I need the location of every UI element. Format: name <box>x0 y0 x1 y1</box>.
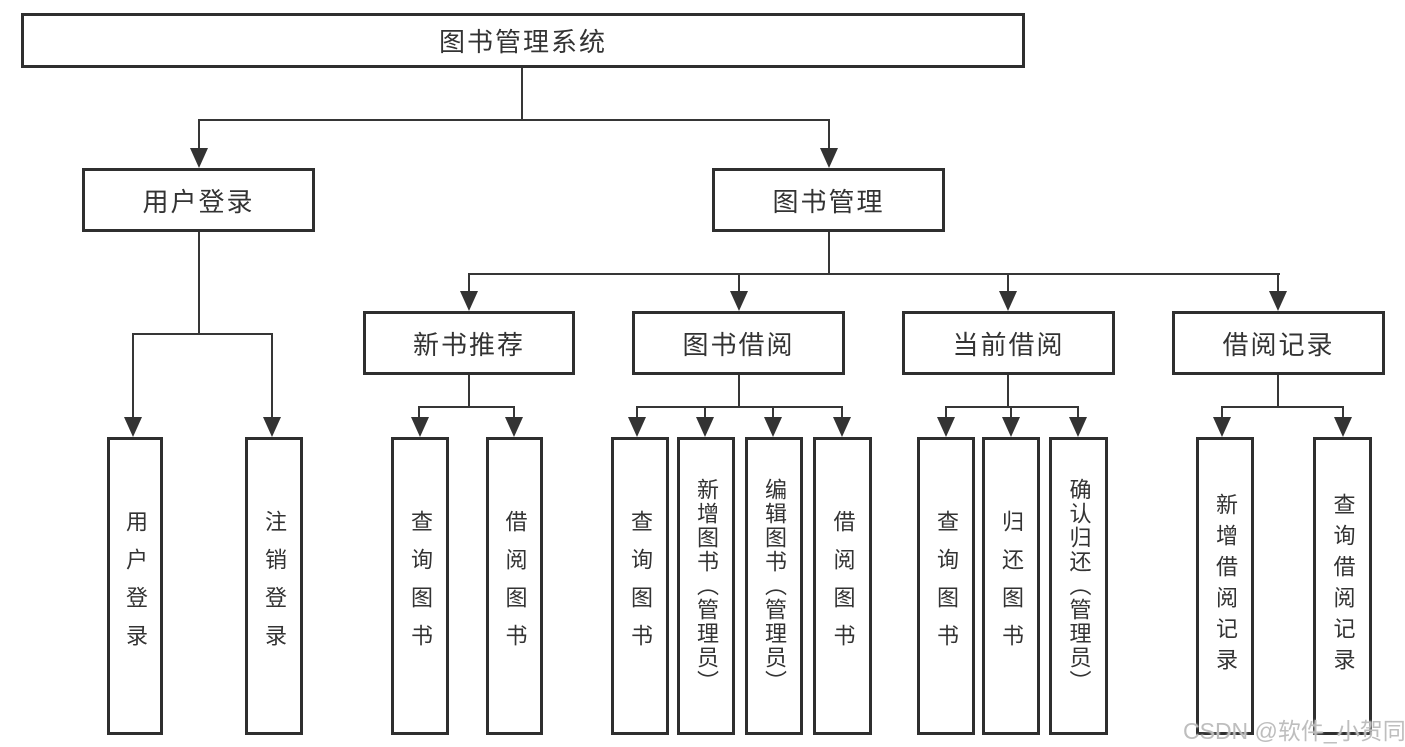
leaf-add-borrow-record-label: 新增借阅记录 <box>1213 493 1238 679</box>
node-new-book-recommend-label: 新书推荐 <box>412 329 525 360</box>
leaf-logout: 注销登录 <box>245 437 303 735</box>
leaf-edit-book-admin: 编辑图书（管理员） <box>745 437 803 735</box>
node-library-system: 图书管理系统 <box>21 13 1025 68</box>
connector-level2-branch <box>198 119 830 121</box>
leaf-confirm-return-admin-label: 确认归还（管理员） <box>1066 478 1092 694</box>
leaf-add-book-admin-label: 新增图书（管理员） <box>694 478 719 694</box>
connector-user-login-branch <box>132 333 273 335</box>
arrow-down-icon <box>505 417 523 437</box>
connector-level3-branch <box>468 273 1280 275</box>
arrow-down-icon <box>1069 417 1087 437</box>
leaf-query-books-recommend: 查询图书 <box>391 437 449 735</box>
node-book-management: 图书管理 <box>712 168 945 232</box>
connector-branch <box>945 406 1079 408</box>
leaf-borrow-books: 借阅图书 <box>813 437 872 735</box>
connector-drop-leaf <box>1010 406 1012 419</box>
connector-drop-book-mgmt <box>828 119 830 150</box>
connector-drop-leaf <box>1342 406 1344 419</box>
connector-stem <box>1007 375 1009 408</box>
node-current-borrow-label: 当前借阅 <box>952 329 1065 360</box>
connector-drop-leaf <box>1221 406 1223 419</box>
arrow-down-icon <box>124 417 142 437</box>
connector-stem <box>738 375 740 408</box>
arrow-down-icon <box>1213 417 1231 437</box>
connector-book-mgmt-stem <box>828 232 830 275</box>
arrow-down-icon <box>628 417 646 437</box>
leaf-query-borrow-record: 查询借阅记录 <box>1313 437 1372 735</box>
arrow-down-icon <box>820 148 838 168</box>
leaf-query-borrow-record-label: 查询借阅记录 <box>1330 493 1356 679</box>
connector-drop-level3 <box>468 273 470 293</box>
leaf-confirm-return-admin: 确认归还（管理员） <box>1049 437 1108 735</box>
leaf-add-borrow-record: 新增借阅记录 <box>1196 437 1254 735</box>
node-library-system-label: 图书管理系统 <box>438 27 607 57</box>
leaf-query-books-current: 查询图书 <box>917 437 975 735</box>
leaf-borrow-books-recommend-label: 借阅图书 <box>502 510 528 662</box>
arrow-down-icon <box>937 417 955 437</box>
leaf-query-books-borrow: 查询图书 <box>611 437 669 735</box>
node-book-borrow: 图书借阅 <box>632 311 845 375</box>
arrow-down-icon <box>1002 417 1020 437</box>
leaf-user-login: 用户登录 <box>107 437 163 735</box>
arrow-down-icon <box>764 417 782 437</box>
connector-drop-user-login <box>198 119 200 150</box>
arrow-down-icon <box>460 291 478 311</box>
leaf-query-books-borrow-label: 查询图书 <box>628 510 653 662</box>
connector-drop-leaf <box>1077 406 1079 419</box>
leaf-user-login-label: 用户登录 <box>123 510 148 662</box>
connector-branch <box>1221 406 1344 408</box>
connector-drop-leaf <box>704 406 706 419</box>
arrow-down-icon <box>833 417 851 437</box>
connector-drop-level3 <box>1007 273 1009 293</box>
node-book-borrow-label: 图书借阅 <box>682 329 795 360</box>
leaf-logout-label: 注销登录 <box>262 510 287 662</box>
node-new-book-recommend: 新书推荐 <box>363 311 575 375</box>
arrow-down-icon <box>190 148 208 168</box>
arrow-down-icon <box>696 417 714 437</box>
node-user-login-label: 用户登录 <box>142 186 255 217</box>
leaf-borrow-books-label: 借阅图书 <box>830 510 856 662</box>
connector-branch <box>636 406 843 408</box>
arrow-down-icon <box>263 417 281 437</box>
node-borrow-records-label: 借阅记录 <box>1222 329 1335 360</box>
connector-root-stem <box>521 68 523 120</box>
arrow-down-icon <box>411 417 429 437</box>
connector-stem <box>1277 375 1279 408</box>
leaf-return-book: 归还图书 <box>982 437 1040 735</box>
leaf-return-book-label: 归还图书 <box>999 510 1024 662</box>
node-book-management-label: 图书管理 <box>772 186 885 217</box>
arrow-down-icon <box>1334 417 1352 437</box>
leaf-query-books-current-label: 查询图书 <box>934 510 959 662</box>
arrow-down-icon <box>1269 291 1287 311</box>
connector-drop-leaf <box>772 406 774 419</box>
connector-drop-level3 <box>1277 273 1279 293</box>
arrow-down-icon <box>730 291 748 311</box>
leaf-edit-book-admin-label: 编辑图书（管理员） <box>762 478 787 694</box>
connector-drop-leaf <box>513 406 515 419</box>
connector-drop-leaf <box>132 333 134 419</box>
connector-branch <box>418 406 515 408</box>
connector-drop-leaf <box>841 406 843 419</box>
connector-stem <box>468 375 470 408</box>
connector-drop-leaf <box>271 333 273 419</box>
arrow-down-icon <box>999 291 1017 311</box>
leaf-borrow-books-recommend: 借阅图书 <box>486 437 543 735</box>
node-borrow-records: 借阅记录 <box>1172 311 1385 375</box>
connector-drop-leaf <box>418 406 420 419</box>
connector-drop-leaf <box>636 406 638 419</box>
leaf-add-book-admin: 新增图书（管理员） <box>677 437 735 735</box>
node-user-login: 用户登录 <box>82 168 315 232</box>
connector-drop-level3 <box>738 273 740 293</box>
connector-drop-leaf <box>945 406 947 419</box>
connector-user-login-stem <box>198 232 200 335</box>
node-current-borrow: 当前借阅 <box>902 311 1115 375</box>
leaf-query-books-recommend-label: 查询图书 <box>408 510 433 662</box>
